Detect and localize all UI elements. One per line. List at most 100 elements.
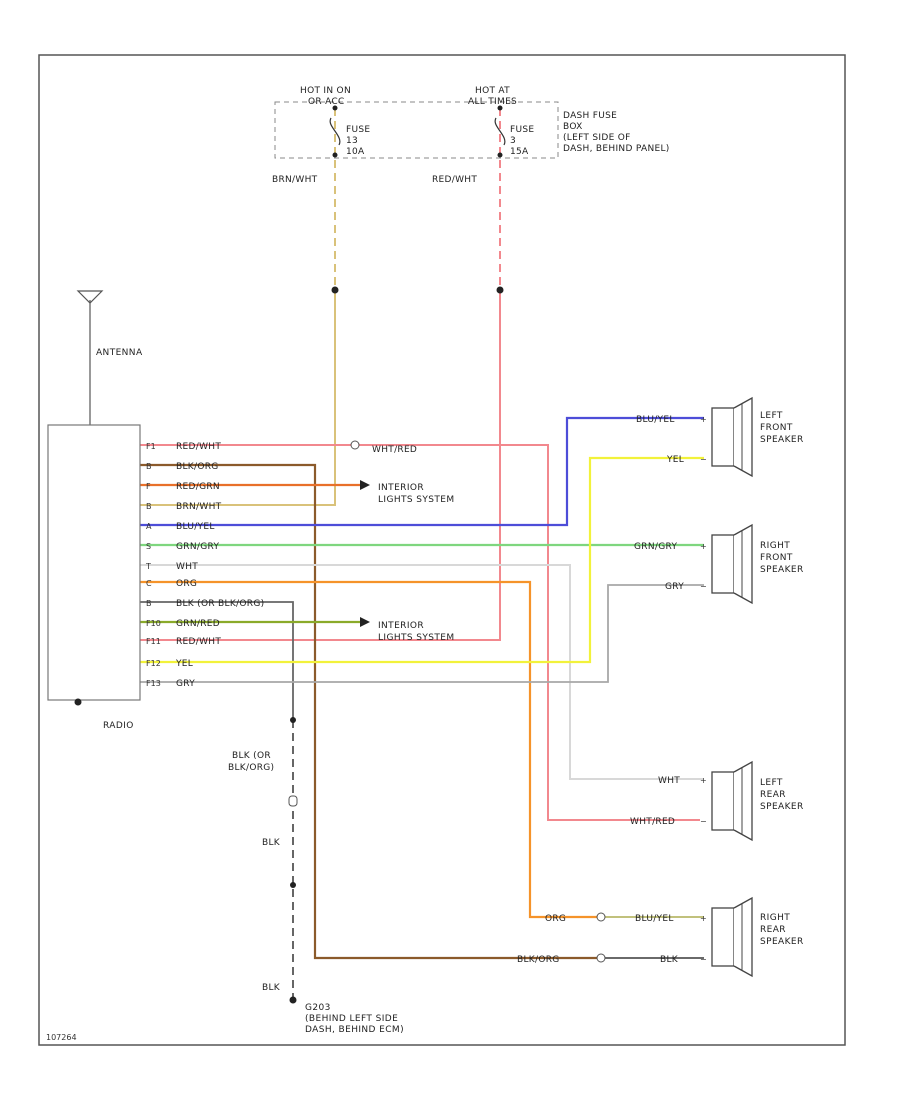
radio-pin: T	[145, 562, 151, 571]
interior-lights-label: LIGHTS SYSTEM	[378, 495, 455, 505]
radio-wire-label: BLK/ORG	[176, 462, 219, 472]
antenna-icon	[76, 290, 104, 304]
fuse-box-label: BOX	[563, 122, 583, 132]
terminal-mark: +	[700, 776, 707, 785]
splice-dot	[331, 286, 339, 294]
fuse-13-number: 13	[346, 136, 358, 146]
rr-wire-top: BLU/YEL	[635, 914, 674, 924]
fuse-box-outline	[274, 101, 559, 159]
radio-pin: S	[146, 542, 151, 551]
arrow-lights1	[360, 480, 370, 490]
lf-wire-bot: YEL	[666, 455, 684, 465]
fuse-terminal	[497, 105, 503, 111]
radio-wire-label: BLK (OR BLK/ORG)	[176, 599, 264, 609]
wire-blk-org	[140, 463, 597, 960]
ground-point-label: DASH, BEHIND ECM)	[305, 1025, 404, 1035]
terminal-mark: −	[700, 582, 707, 591]
fuse-13-label: FUSE	[346, 125, 370, 135]
ground-point-label: (BEHIND LEFT SIDE	[305, 1014, 398, 1024]
speaker-rr-label: REAR	[760, 925, 786, 935]
radio-ground-dot	[74, 698, 82, 706]
speaker-lr-label: LEFT	[760, 778, 783, 788]
radio-wire-label: ORG	[176, 579, 197, 589]
wire-label-brn-wht: BRN/WHT	[272, 175, 318, 185]
interior-lights-label: LIGHTS SYSTEM	[378, 633, 455, 643]
speaker-right-rear-icon	[711, 896, 753, 978]
fuse-box-label: (LEFT SIDE OF	[563, 133, 631, 143]
ground-wire-label: BLK/ORG)	[228, 763, 274, 773]
rf-wire-bot: GRY	[665, 582, 684, 592]
fuse-3-label: FUSE	[510, 125, 534, 135]
radio-pin: B	[146, 599, 152, 608]
radio-pin: F11	[146, 637, 161, 646]
radio-wire-label: RED/WHT	[176, 637, 221, 647]
speaker-rf-label: RIGHT	[760, 541, 790, 551]
interior-lights-label: INTERIOR	[378, 621, 424, 631]
lr-wire-top: WHT	[658, 776, 680, 786]
radio-wire-label: GRN/GRY	[176, 542, 219, 552]
ground-wire-label: BLK	[262, 983, 281, 993]
fuse-3-number: 3	[510, 136, 516, 146]
radio-wire-label: GRY	[176, 679, 195, 689]
radio-pin: F12	[146, 659, 161, 668]
splice-dot	[496, 286, 504, 294]
antenna-label: ANTENNA	[96, 348, 143, 358]
connector-label-wht-red: WHT/RED	[372, 445, 417, 455]
terminal-mark: −	[700, 455, 707, 464]
splice-dot	[290, 882, 296, 888]
radio-wire-label: RED/GRN	[176, 482, 220, 492]
wire-org	[140, 580, 597, 919]
wire-blk-ground	[140, 601, 294, 720]
radio-unit	[47, 424, 141, 701]
terminal-mark: +	[700, 415, 707, 424]
outer-frame	[38, 54, 846, 1046]
radio-wire-label: BRN/WHT	[176, 502, 222, 512]
radio-pin: F10	[146, 619, 161, 628]
radio-pin: A	[146, 522, 152, 531]
radio-wire-label: GRN/RED	[176, 619, 220, 629]
fuse-terminal	[497, 152, 503, 158]
fuse-3-symbol	[494, 117, 506, 146]
speaker-lf-label: LEFT	[760, 411, 783, 421]
fuse-box-label: DASH, BEHIND PANEL)	[563, 144, 670, 154]
rf-wire-top: GRN/GRY	[634, 542, 677, 552]
speaker-rf-label: SPEAKER	[760, 565, 804, 575]
speaker-left-front-icon	[711, 396, 753, 478]
radio-wire-label: YEL	[175, 659, 193, 669]
radio-wire-label: BLU/YEL	[176, 522, 215, 532]
radio-pin: B	[146, 502, 152, 511]
ground-wire-label: BLK	[262, 838, 281, 848]
terminal-mark: +	[700, 542, 707, 551]
splice-dot	[290, 717, 296, 723]
speaker-left-rear-icon	[711, 760, 753, 842]
radio-pin: F1	[146, 442, 156, 451]
wire-gry	[140, 584, 704, 683]
wire-yel	[140, 456, 704, 664]
hot2-label: ALL TIMES	[468, 97, 517, 107]
rr-wire-org: ORG	[545, 914, 566, 924]
ground-dot	[289, 996, 297, 1004]
speaker-lf-label: FRONT	[760, 423, 793, 433]
connector-wht-red	[350, 440, 360, 450]
terminal-mark: +	[700, 914, 707, 923]
hot2-label: HOT AT	[475, 86, 510, 96]
speaker-rf-label: FRONT	[760, 553, 793, 563]
radio-pin: F13	[146, 679, 161, 688]
radio-label: RADIO	[103, 721, 134, 731]
speaker-rr-label: SPEAKER	[760, 937, 804, 947]
wire-red-wht-pin1	[140, 444, 700, 821]
wire-blu-yel	[140, 416, 704, 527]
fuse-terminal	[332, 152, 338, 158]
fuse-13-rating: 10A	[346, 147, 365, 157]
terminal-mark: −	[700, 817, 707, 826]
arrow-lights2	[360, 617, 370, 627]
terminal-mark: −	[700, 955, 707, 964]
ground-point-label: G203	[305, 1003, 331, 1013]
connector-rr-top	[596, 912, 606, 922]
radio-pin: B	[146, 462, 152, 471]
rr-wire-blk-org: BLK/ORG	[517, 955, 560, 965]
ground-wire-label: BLK (OR	[232, 751, 271, 761]
rr-wire-bot: BLK	[660, 955, 679, 965]
